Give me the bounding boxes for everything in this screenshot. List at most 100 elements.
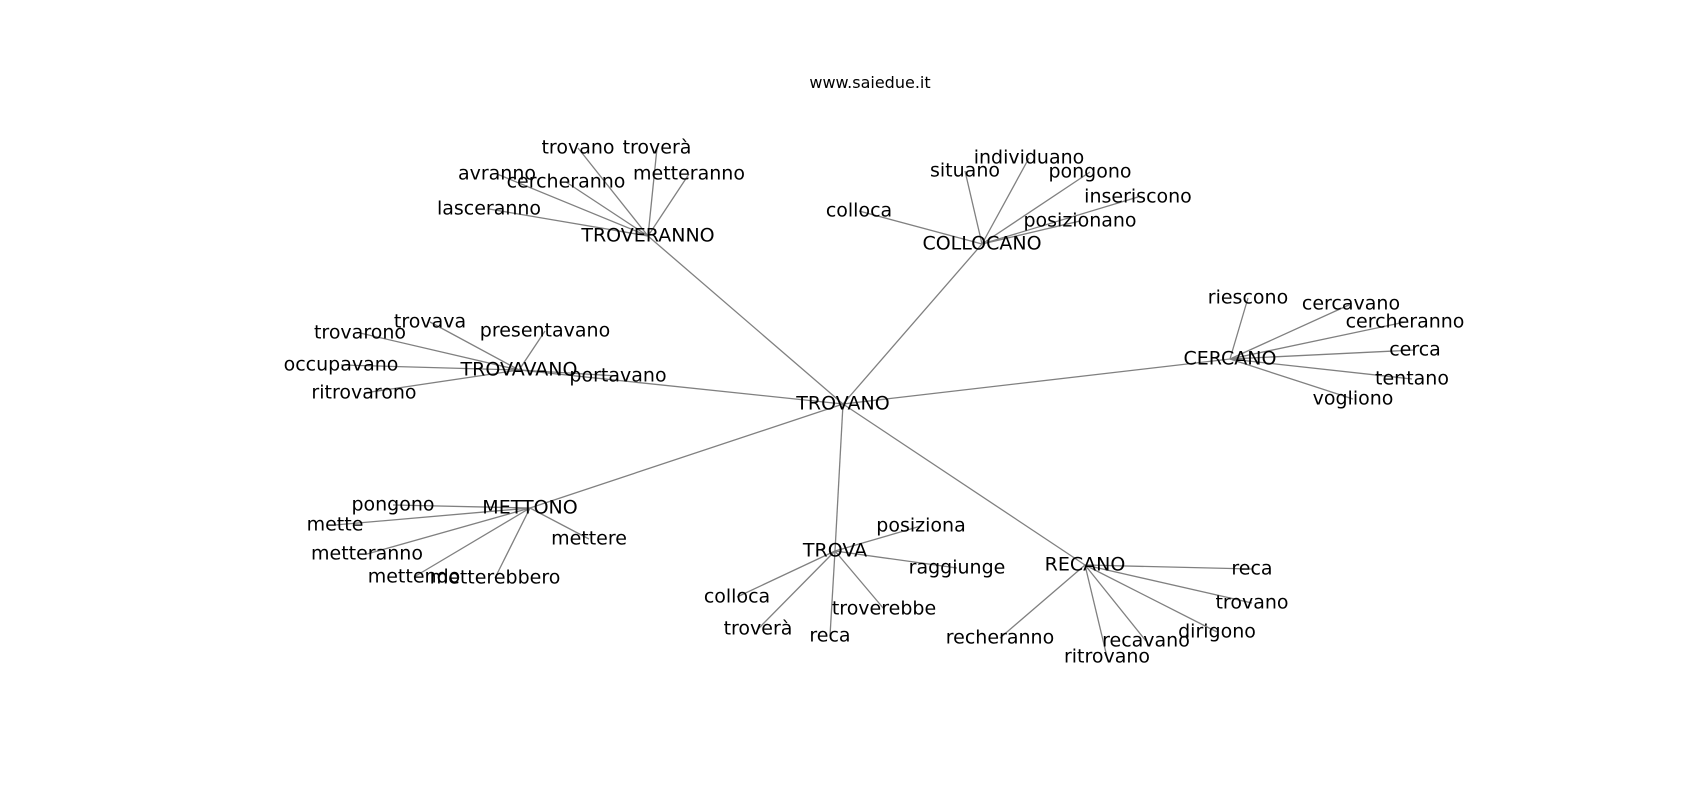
leaf-node-mettono-mette: mette <box>307 514 364 536</box>
hub-node-collocano: COLLOCANO <box>922 233 1041 255</box>
edge-recano-ritrovano <box>1084 564 1108 658</box>
root-node-label: TROVANO <box>795 393 889 415</box>
edge-cercano-tentano <box>1229 358 1413 380</box>
leaf-node-cercano-cerca: cerca <box>1389 339 1441 361</box>
leaf-node-recano-recheranno: recheranno <box>946 627 1054 649</box>
leaf-node-mettono-metteranno: metteranno <box>311 543 423 565</box>
edge-troveranno-trovano <box>577 147 649 237</box>
leaf-node-collocano-situano: situano <box>930 160 1000 182</box>
edges <box>334 147 1416 658</box>
leaf-node-trova-trovera: troverà <box>724 618 793 640</box>
edge-troveranno-cercheranno <box>565 181 649 237</box>
edge-cercano-cerca <box>1229 349 1416 360</box>
leaf-node-trova-reca: reca <box>809 625 850 647</box>
edge-root-troveranno <box>647 235 844 405</box>
edge-troveranno-avranno <box>496 173 649 237</box>
edge-trova-colloca <box>736 550 836 598</box>
edge-cercano-cercheranno <box>1229 321 1406 360</box>
edge-troveranno-metteranno <box>647 173 690 237</box>
edge-collocano-posizionano <box>981 220 1081 245</box>
leaf-node-recano-recavano: recavano <box>1102 630 1190 652</box>
leaf-node-cercano-vogliono: vogliono <box>1313 388 1394 410</box>
leaf-node-cercano-cercavano: cercavano <box>1302 293 1400 315</box>
edge-recano-recheranno <box>999 564 1086 639</box>
edge-collocano-inseriscono <box>981 196 1139 245</box>
leaf-node-mettono-mettere: mettere <box>551 528 627 550</box>
leaf-node-collocano-pongono: pongono <box>1048 161 1131 183</box>
hub-node-recano: RECANO <box>1045 554 1126 576</box>
edge-trova-reca <box>829 550 836 637</box>
edge-root-collocano <box>842 243 983 405</box>
leaf-node-troveranno-trovera: troverà <box>623 137 692 159</box>
hub-node-trovavano: TROVAVANO <box>460 359 578 381</box>
leaf-node-troveranno-trovano: trovano <box>541 137 614 159</box>
hub-node-troveranno: TROVERANNO <box>580 225 714 247</box>
leaf-node-recano-trovano: trovano <box>1215 592 1288 614</box>
leaf-node-cercano-tentano: tentano <box>1375 368 1449 390</box>
edge-collocano-pongono <box>981 171 1091 245</box>
edge-trovavano-trovava <box>429 321 520 371</box>
edge-troveranno-lasceranno <box>488 208 649 237</box>
edge-troveranno-trovera <box>647 147 658 237</box>
leaf-node-collocano-inseriscono: inseriscono <box>1084 186 1192 208</box>
edge-collocano-colloca <box>858 210 983 245</box>
edge-mettono-mettere <box>529 507 590 540</box>
edge-trova-raggiunge <box>834 550 958 569</box>
leaf-node-troveranno-lasceranno: lasceranno <box>437 198 541 220</box>
leaf-node-cercano-cercheranno: cercheranno <box>1346 311 1465 333</box>
leaf-node-trovavano-presentavano: presentavano <box>480 320 610 342</box>
site-label: www.saiedue.it <box>809 73 930 92</box>
leaf-node-recano-dirigono: dirigono <box>1178 621 1256 643</box>
leaf-node-trovavano-ritrovarono: ritrovarono <box>311 382 416 404</box>
edge-cercano-cercavano <box>1229 303 1352 360</box>
edge-recano-reca <box>1084 564 1253 570</box>
leaf-node-mettono-mettendo: mettendo <box>368 566 461 588</box>
leaf-node-recano-reca: reca <box>1231 558 1272 580</box>
edge-trovavano-trovarono <box>359 332 520 371</box>
edge-trovavano-portavano <box>518 369 619 377</box>
leaf-node-trovavano-portavano: portavano <box>569 365 666 387</box>
leaf-node-troveranno-cercheranno: cercheranno <box>507 171 626 193</box>
edge-mettono-mettendo <box>413 507 531 578</box>
edge-trovavano-presentavano <box>518 330 546 371</box>
leaf-node-troveranno-metteranno: metteranno <box>633 163 745 185</box>
edge-recano-dirigono <box>1084 564 1218 633</box>
leaf-node-collocano-individuano: individuano <box>974 147 1085 169</box>
edge-root-trova <box>834 403 844 552</box>
edge-trova-trovera <box>757 550 836 630</box>
edge-trova-posiziona <box>834 525 922 552</box>
hub-node-mettono: METTONO <box>482 497 577 519</box>
edge-cercano-vogliono <box>1229 358 1354 400</box>
edge-root-cercano <box>842 358 1231 405</box>
leaf-node-trovavano-trovava: trovava <box>394 311 466 333</box>
edge-root-recano <box>842 403 1086 566</box>
edge-mettono-mette <box>334 507 531 526</box>
leaf-node-collocano-colloca: colloca <box>826 200 892 222</box>
leaf-node-trova-posiziona: posiziona <box>876 515 965 537</box>
leaf-node-recano-ritrovano: ritrovano <box>1064 646 1150 668</box>
edge-mettono-metterebbero <box>494 507 531 579</box>
leaf-node-trova-raggiunge: raggiunge <box>909 557 1006 579</box>
edge-recano-trovano <box>1084 564 1253 604</box>
leaf-node-trova-colloca: colloca <box>704 586 770 608</box>
edge-collocano-situano <box>964 170 983 245</box>
edge-root-trovavano <box>518 369 844 405</box>
edge-root-mettono <box>529 403 844 509</box>
edge-mettono-pongono <box>392 504 531 509</box>
leaf-node-mettono-metterebbero: metterebbero <box>430 567 561 589</box>
edge-recano-recavano <box>1084 564 1147 642</box>
edge-trovavano-occupavano <box>340 364 520 371</box>
edge-mettono-metteranno <box>366 507 531 555</box>
leaf-node-trovavano-occupavano: occupavano <box>284 354 399 376</box>
hub-node-trova: TROVA <box>802 540 867 562</box>
edge-collocano-individuano <box>981 157 1030 245</box>
edge-cercano-riescono <box>1229 297 1249 360</box>
leaf-node-collocano-posizionano: posizionano <box>1023 210 1136 232</box>
leaf-node-troveranno-avranno: avranno <box>458 163 536 185</box>
edge-trovavano-ritrovarono <box>363 369 520 394</box>
edge-trova-troverebbe <box>834 550 885 610</box>
hub-node-cercano: CERCANO <box>1184 348 1277 370</box>
